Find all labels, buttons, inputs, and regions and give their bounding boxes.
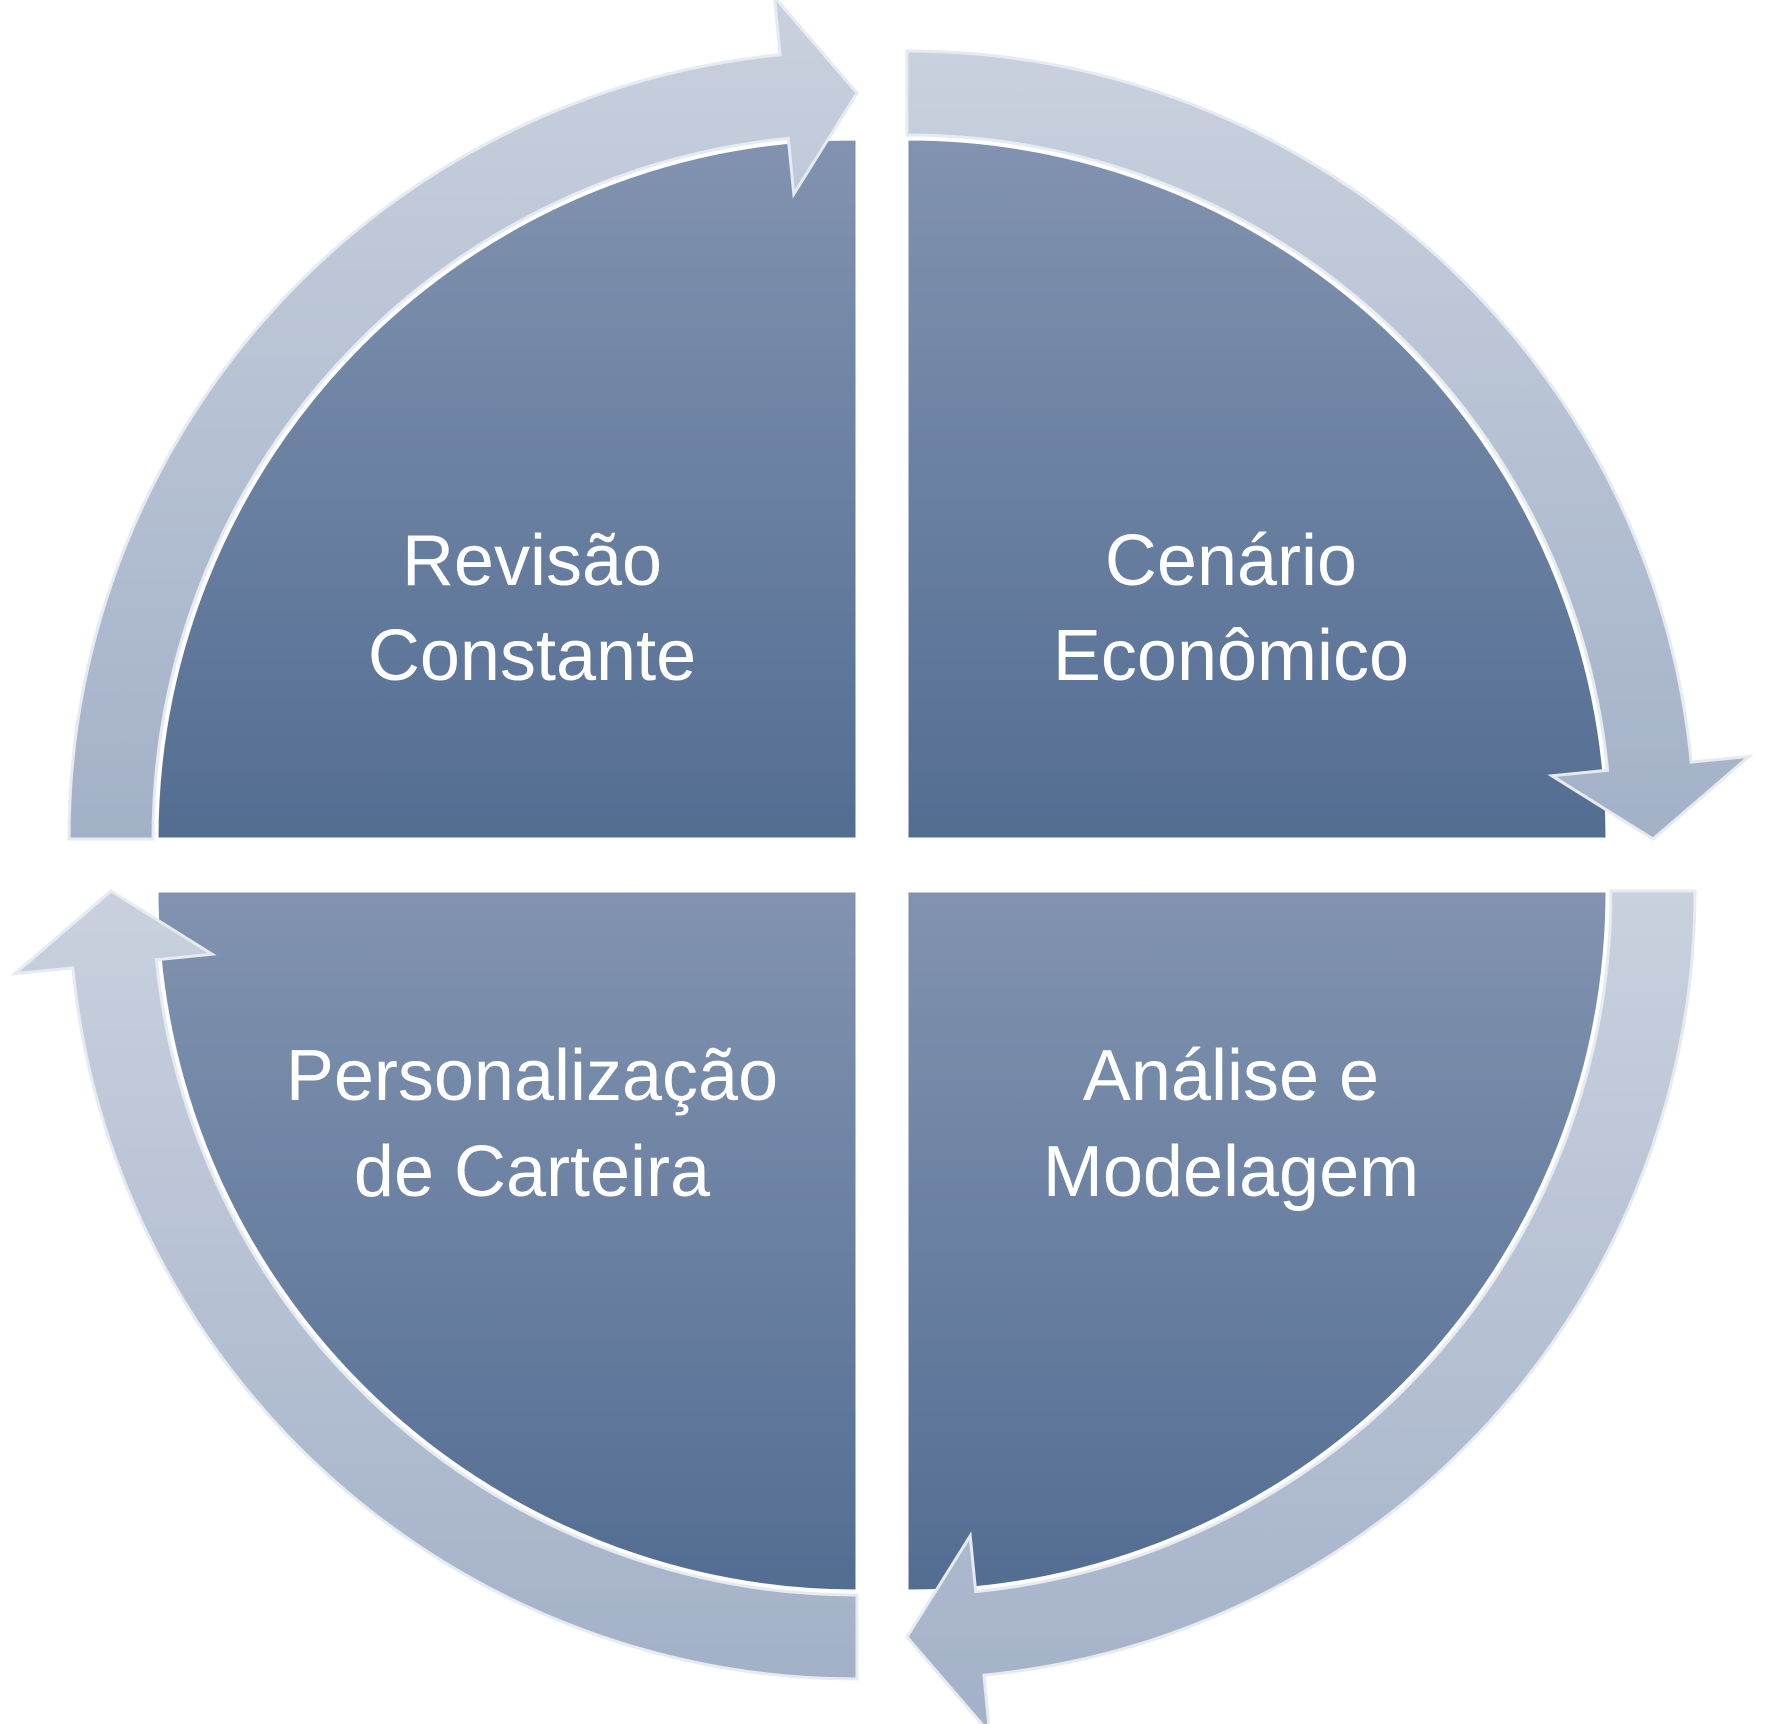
label-line: de Carteira <box>354 1132 711 1212</box>
cycle-arrow-personalizacao <box>10 889 859 1681</box>
label-line: Cenário <box>1105 521 1357 601</box>
quadrant-label-analise: Análise e Modelagem <box>1043 1036 1419 1212</box>
quadrant-label-revisao: Revisão Constante <box>368 521 696 696</box>
label-line: Econômico <box>1053 616 1409 696</box>
sector-analise <box>905 889 1609 1593</box>
label-line: Revisão <box>402 521 662 601</box>
sector-personalizacao <box>155 889 859 1593</box>
quadrant-label-personalizacao: Personalização de Carteira <box>286 1036 778 1212</box>
sector-cenario <box>905 137 1609 841</box>
label-line: Constante <box>368 616 696 696</box>
cycle-arrow-revisao <box>67 0 859 841</box>
label-line: Modelagem <box>1043 1132 1419 1212</box>
quadrant-label-cenario: Cenário Econômico <box>1053 521 1409 696</box>
label-line: Análise e <box>1083 1036 1379 1116</box>
label-line: Personalização <box>286 1036 778 1116</box>
sector-revisao <box>155 137 859 841</box>
cycle-arrow-analise <box>905 889 1697 1724</box>
cycle-arrow-cenario <box>905 49 1754 841</box>
